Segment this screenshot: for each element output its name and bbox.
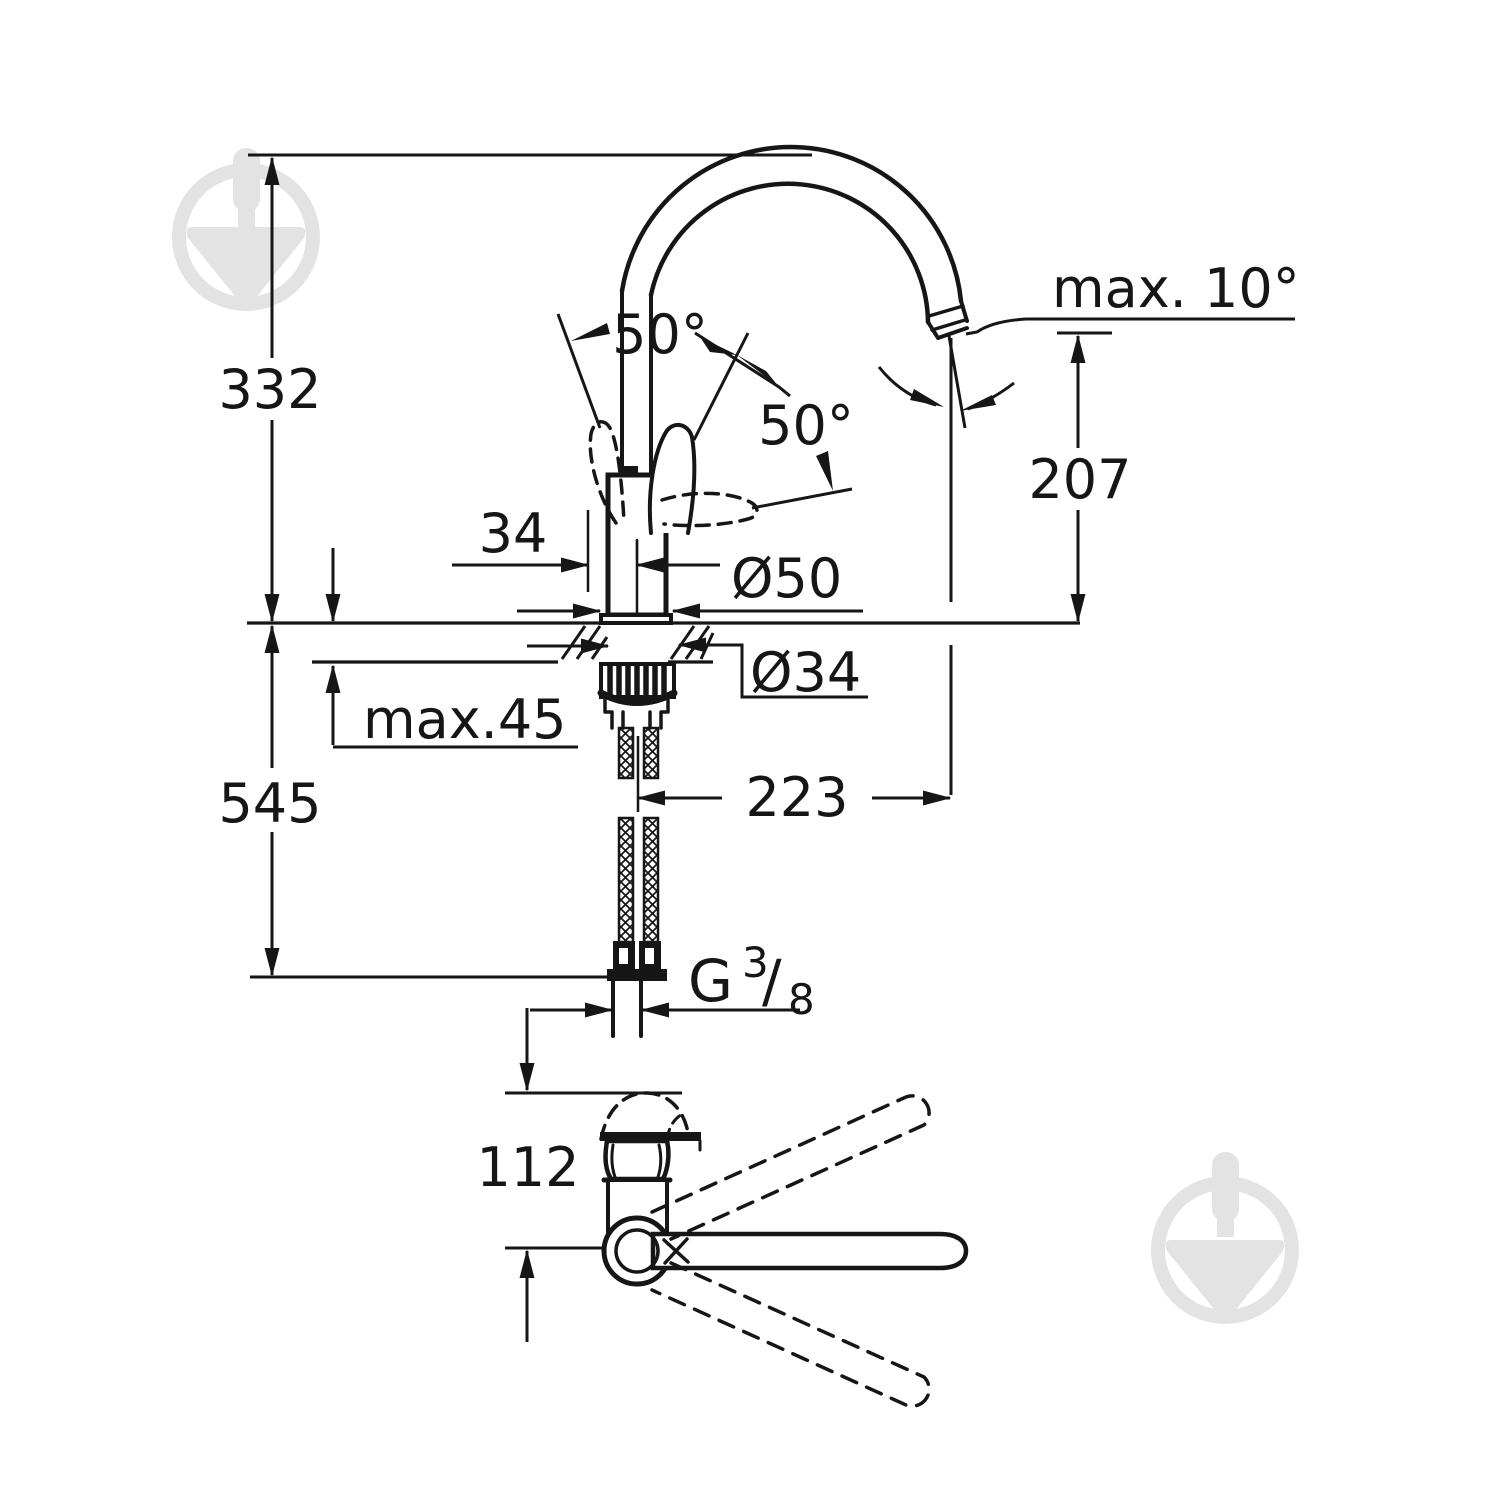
- supply-hoses: [607, 726, 667, 1038]
- lever-dashed-upper: [650, 1094, 931, 1241]
- dimension-labels: 332 545 max.45 207 max. 10° 50° 50° 34 Ø…: [218, 257, 1299, 1199]
- label-332: 332: [218, 358, 321, 421]
- watermark-logo-top-left: [172, 148, 320, 311]
- label-112: 112: [476, 1136, 579, 1199]
- mounting-shank: [597, 662, 678, 730]
- handle-lever-dashed-right: [660, 491, 759, 528]
- label-207: 207: [1028, 448, 1131, 511]
- label-dia34: Ø34: [750, 641, 861, 704]
- max10-leader: [965, 317, 1295, 336]
- label-max45: max.45: [363, 688, 567, 751]
- thread-letter: G: [688, 947, 733, 1015]
- lever-dashed-lower: [650, 1261, 931, 1408]
- label-thread-g38: G 3 / 8: [688, 938, 815, 1024]
- spout-riser-pipe: [620, 289, 653, 476]
- swivel-base-inner: [614, 1228, 660, 1274]
- handle-lever-solid: [647, 423, 697, 535]
- thread-pipe-g38: [611, 979, 643, 1038]
- label-50-upper: 50°: [612, 303, 708, 366]
- label-223: 223: [745, 766, 848, 829]
- watermark-logo-bottom-right: [1151, 1152, 1299, 1324]
- label-dia50: Ø50: [731, 547, 842, 610]
- label-34: 34: [479, 502, 548, 565]
- deck-hatching: [560, 625, 715, 660]
- faucet-side-view: [588, 144, 969, 1038]
- handle-knob-dashed-outline: [599, 1091, 690, 1141]
- hose-connectors: [607, 941, 667, 981]
- lever-solid-top-view: [650, 1231, 969, 1271]
- thread-slash: /: [762, 947, 782, 1015]
- pivot-cross-mark: [662, 1237, 690, 1265]
- label-50-lower: 50°: [758, 394, 854, 457]
- thread-numerator: 3: [742, 938, 769, 987]
- label-545: 545: [218, 772, 321, 835]
- counter-deck-section: [247, 621, 1080, 664]
- handle-cap-bar: [600, 1132, 701, 1141]
- label-max10: max. 10°: [1052, 257, 1300, 320]
- spout-arc: [619, 144, 969, 340]
- faucet-top-view: [599, 1091, 969, 1408]
- angle-dimension-lines: [556, 313, 853, 510]
- thread-denominator: 8: [788, 975, 815, 1024]
